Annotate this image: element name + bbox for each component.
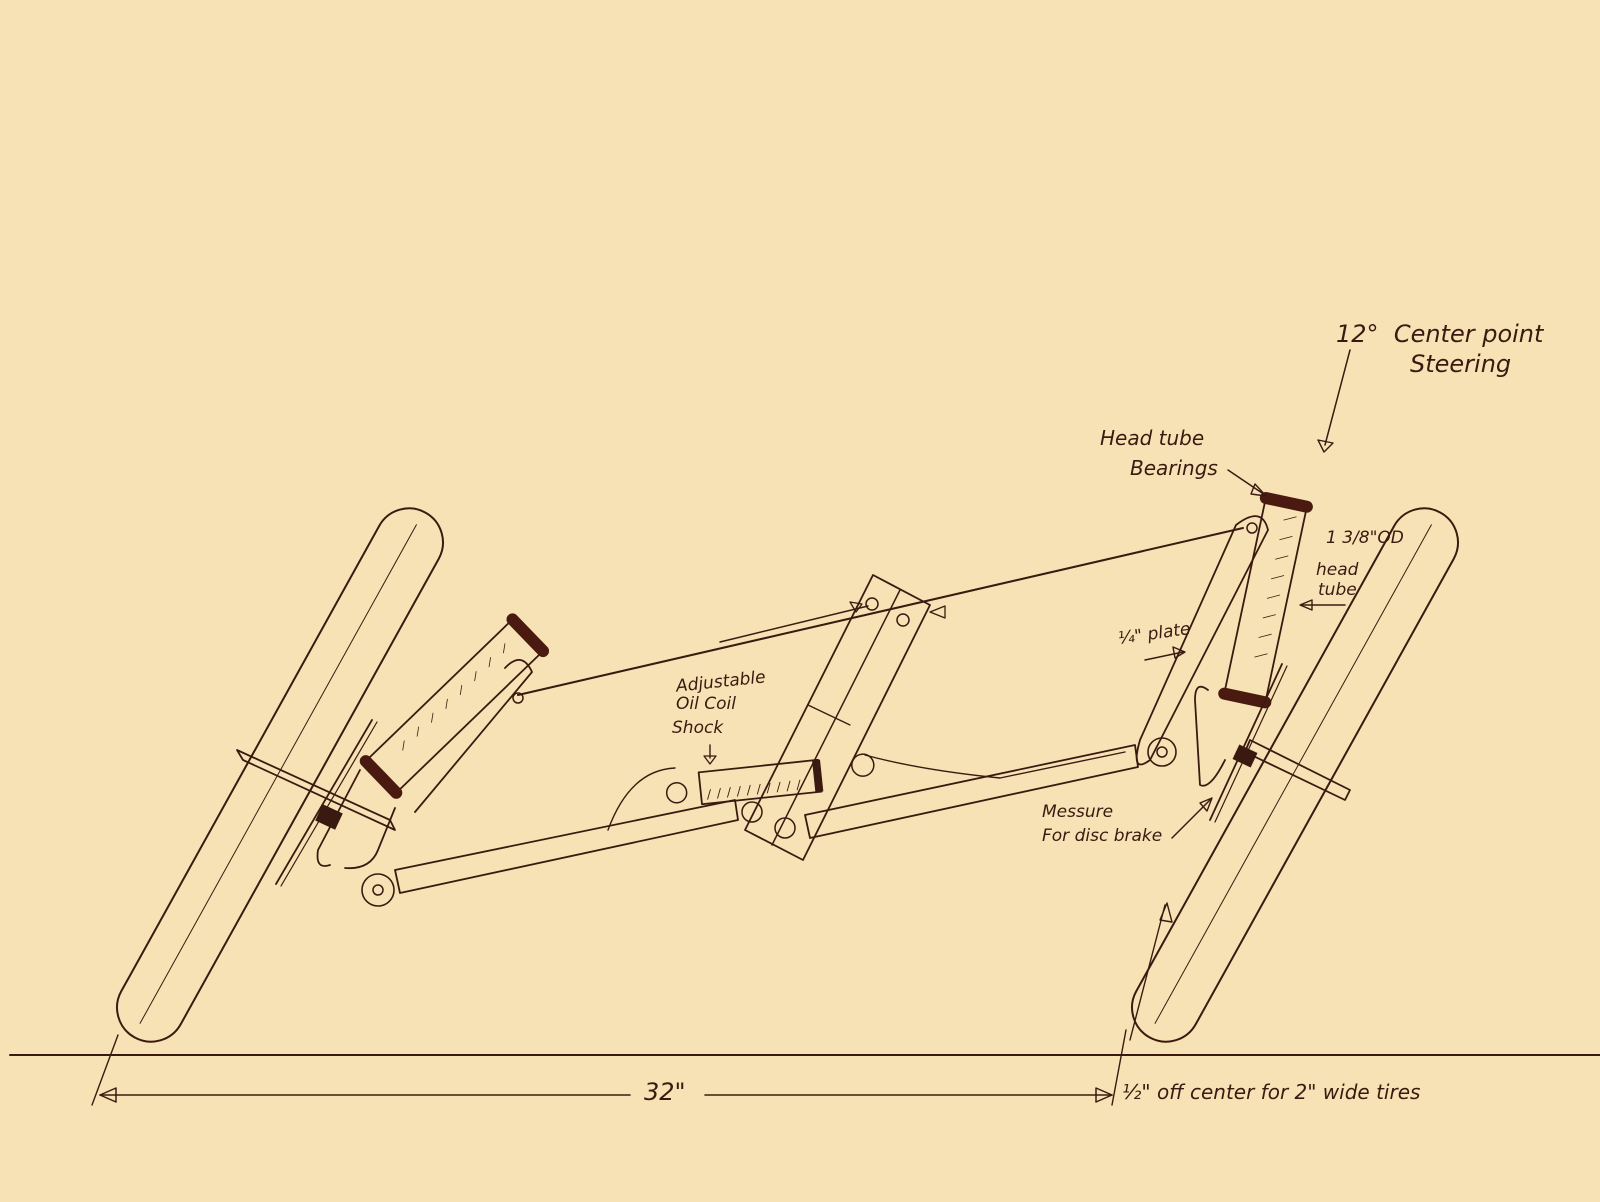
lower-control-arm [361,737,1177,907]
shock-line3: Shock [672,718,724,738]
leader-arrows [703,349,1351,839]
head-tube-suffix: OD [1377,528,1404,548]
brake-line2: For disc brake [1042,826,1163,846]
head-tube-fraction: 3/8 [1342,528,1370,548]
left-knuckle-plate [316,659,533,870]
bearings-line2: Bearings [1130,456,1218,480]
head-tube-unit: " [1369,528,1378,548]
left-head-tube [359,613,550,799]
right-head-tube [1218,491,1313,709]
steering-angle: 12° [1336,320,1379,348]
steering-line1: Center point [1393,320,1544,348]
oil-coil-shock [665,753,875,806]
steering-annotation: 12° Center point [1336,320,1544,348]
offset-annotation: ½" off center for 2" wide tires [1122,1080,1421,1104]
shock-line2: Oil Coil [676,694,736,714]
brake-line1: Messure [1042,802,1114,822]
right-axle [1209,663,1351,823]
upper-tie-rod [517,527,1244,696]
left-axle [236,719,396,887]
head-tube-line3: tube [1318,580,1357,600]
head-tube-line2: head [1316,560,1359,580]
bearings-line1: Head tube [1100,426,1205,450]
steering-line2: Steering [1410,350,1512,378]
right-wheel [1131,507,1459,1043]
dimension-line [91,902,1173,1106]
head-tube-dim: 1 3/8"OD [1326,528,1404,548]
width-dimension: 32" [644,1078,686,1106]
head-tube-whole: 1 [1326,528,1337,548]
left-wheel [116,507,444,1043]
center-pivot-plate [744,574,931,861]
